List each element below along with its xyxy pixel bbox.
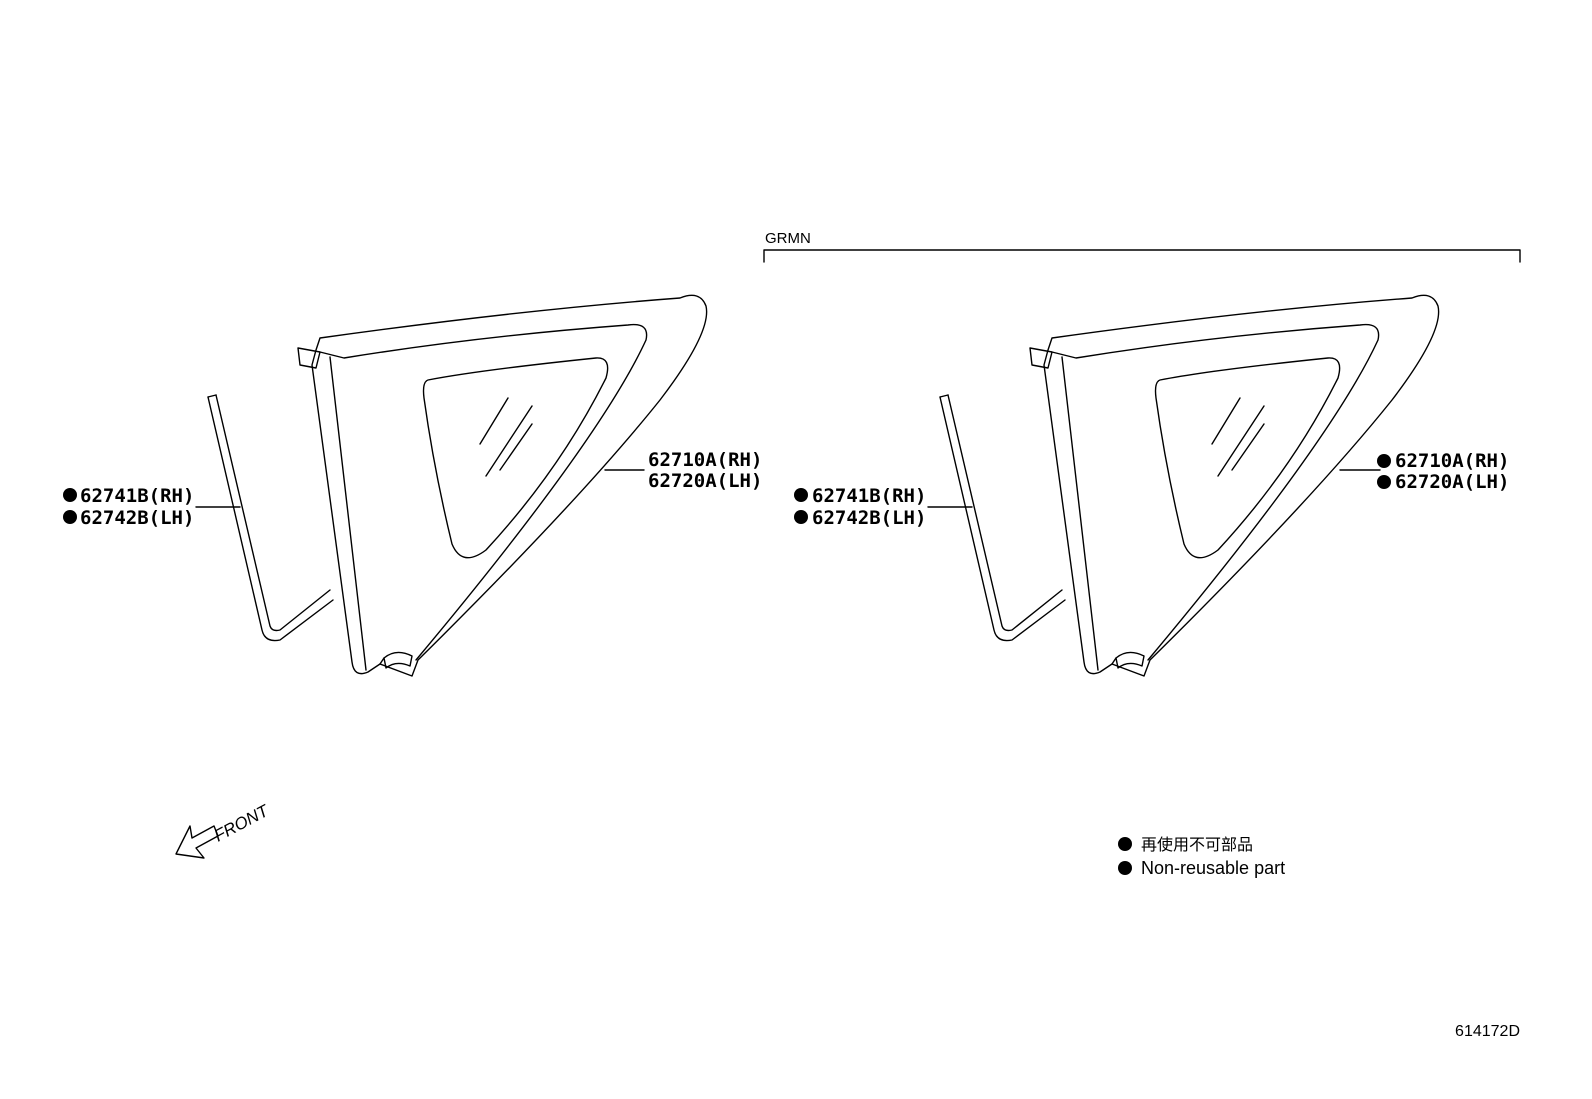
- right-glass-rh-label: 62710A(RH): [1395, 450, 1509, 472]
- left-assembly: [195, 294, 708, 677]
- grmn-label: GRMN: [765, 230, 811, 247]
- left-seal-lh-label: 62742B(LH): [80, 507, 194, 529]
- left-glass-rh-label: 62710A(RH): [648, 449, 762, 471]
- left-seal-rh-label: 62741B(RH): [80, 485, 194, 507]
- front-arrow-icon: [175, 825, 219, 859]
- legend-en-text: Non-reusable part: [1141, 858, 1285, 878]
- front-label: FRONT: [211, 801, 273, 846]
- right-glass-rh-bullet: [1377, 454, 1391, 468]
- legend-jp-text: 再使用不可部品: [1141, 836, 1253, 854]
- right-glass-lh-bullet: [1377, 475, 1391, 489]
- left-seal-lh-bullet: [63, 510, 77, 524]
- right-seal-lh-bullet: [794, 510, 808, 524]
- legend-jp-bullet: [1118, 837, 1132, 851]
- left-glass-lh-label: 62720A(LH): [648, 470, 762, 492]
- left-seal-rh-bullet: [63, 488, 77, 502]
- right-seal-lh-label: 62742B(LH): [812, 507, 926, 529]
- right-seal-rh-label: 62741B(RH): [812, 485, 926, 507]
- diagram-number: 614172D: [1455, 1023, 1520, 1040]
- grmn-bracket: [763, 249, 1521, 263]
- legend-en-bullet: [1118, 861, 1132, 875]
- right-glass-lh-label: 62720A(LH): [1395, 471, 1509, 493]
- right-seal-rh-bullet: [794, 488, 808, 502]
- right-assembly: [927, 294, 1440, 677]
